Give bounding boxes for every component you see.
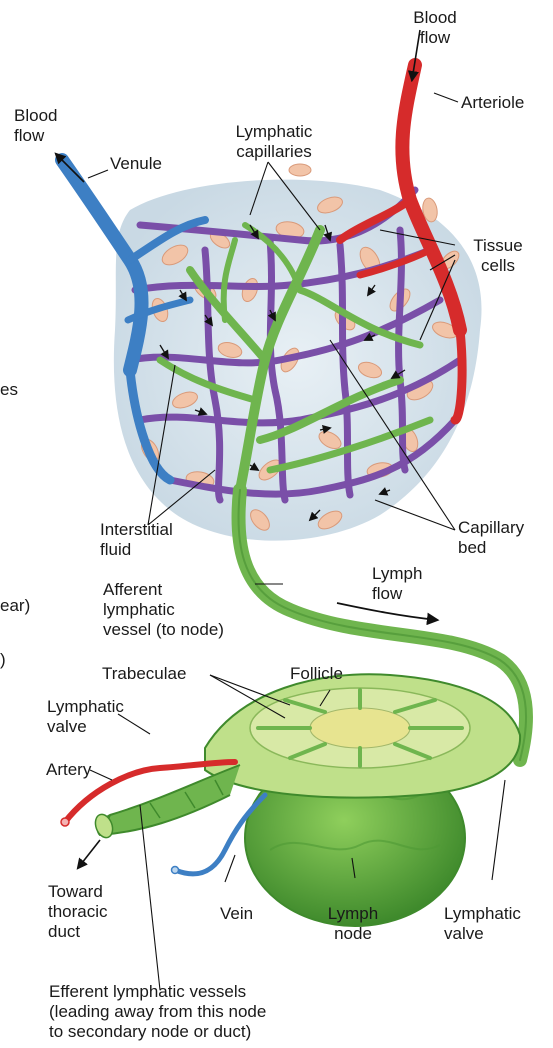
capillary-bed-label: Capillary bed <box>458 518 524 558</box>
vein-label: Vein <box>220 904 253 924</box>
lymphatic-capillaries-label: Lymphatic capillaries <box>214 122 334 162</box>
lymph-node-label: Lymph node <box>316 904 390 944</box>
lymphatic-valve-right-label: Lymphatic valve <box>444 904 521 944</box>
toward-thoracic-duct-label: Toward thoracic duct <box>48 882 108 942</box>
follicle-label: Follicle <box>290 664 343 684</box>
edge-fragment-2: ear) <box>0 596 30 616</box>
lymph-flow-label: Lymph flow <box>372 564 422 604</box>
efferent-vessels-label: Efferent lymphatic vessels (leading away… <box>49 982 266 1042</box>
interstitial-fluid-label: Interstitial fluid <box>100 520 173 560</box>
edge-fragment-3: ) <box>0 650 6 670</box>
lymph-flow-arrow <box>337 603 437 620</box>
node-cross-section <box>205 674 520 797</box>
artery-label: Artery <box>46 760 91 780</box>
efferent-lymphatic-vessels <box>92 765 240 840</box>
blood-flow-left-label: Blood flow <box>14 106 57 146</box>
afferent-vessel-label: Afferent lymphatic vessel (to node) <box>103 580 224 640</box>
venule-label: Venule <box>110 154 162 174</box>
thoracic-duct-arrow <box>78 840 100 868</box>
blood-flow-top-label: Blood flow <box>406 8 464 48</box>
trabeculae-label: Trabeculae <box>102 664 186 684</box>
lymphatic-valve-left-label: Lymphatic valve <box>47 697 124 737</box>
edge-fragment-1: es <box>0 380 18 400</box>
tissue-cells-label: Tissue cells <box>458 236 538 276</box>
arteriole-label: Arteriole <box>461 93 524 113</box>
